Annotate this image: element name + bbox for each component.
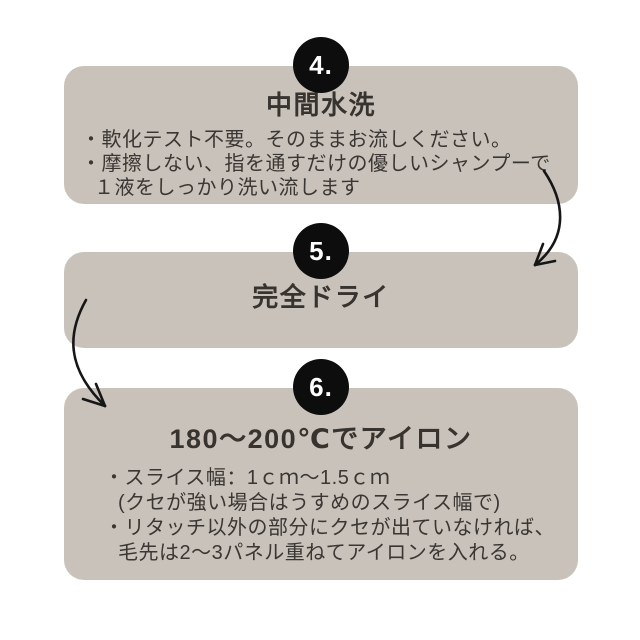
step-number-badge-6: 6. (293, 359, 349, 415)
note-line: ・軟化テスト不要。そのままお流しください。 (81, 129, 512, 151)
note-line: ・摩擦しない、指を通すだけの優しいシャンプーで (81, 153, 551, 175)
note-line: 毛先は2〜3パネル重ねてアイロンを入れる。 (118, 542, 530, 564)
note-line: (クセが強い場合はうすめのスライス幅で) (118, 492, 501, 514)
step-card-5: 5. 完全ドライ (64, 223, 578, 348)
step-title-4: 中間水洗 (265, 90, 376, 120)
step-number-badge-5: 5. (293, 223, 349, 279)
note-line: ・スライス幅：1ｃｍ〜1.5ｃｍ (104, 467, 391, 489)
step-title-5: 完全ドライ (252, 282, 390, 312)
note-line: ・リタッチ以外の部分にクセが出ていなければ、 (104, 517, 555, 539)
step-notes-6: ・スライス幅：1ｃｍ〜1.5ｃｍ (クセが強い場合はうすめのスライス幅で) ・リ… (64, 466, 578, 566)
note-line: １液をしっかり洗い流します (94, 177, 361, 199)
step-notes-4: ・軟化テスト不要。そのままお流しください。 ・摩擦しない、指を通すだけの優しいシ… (64, 128, 578, 200)
step-title-6: 180〜200℃でアイロン (169, 424, 473, 454)
step-number-badge-4: 4. (293, 37, 349, 93)
step-card-6: 6. 180〜200℃でアイロン ・スライス幅：1ｃｍ〜1.5ｃｍ (クセが強い… (64, 359, 578, 580)
step-card-4: 4. 中間水洗 ・軟化テスト不要。そのままお流しください。 ・摩擦しない、指を通… (64, 37, 578, 204)
